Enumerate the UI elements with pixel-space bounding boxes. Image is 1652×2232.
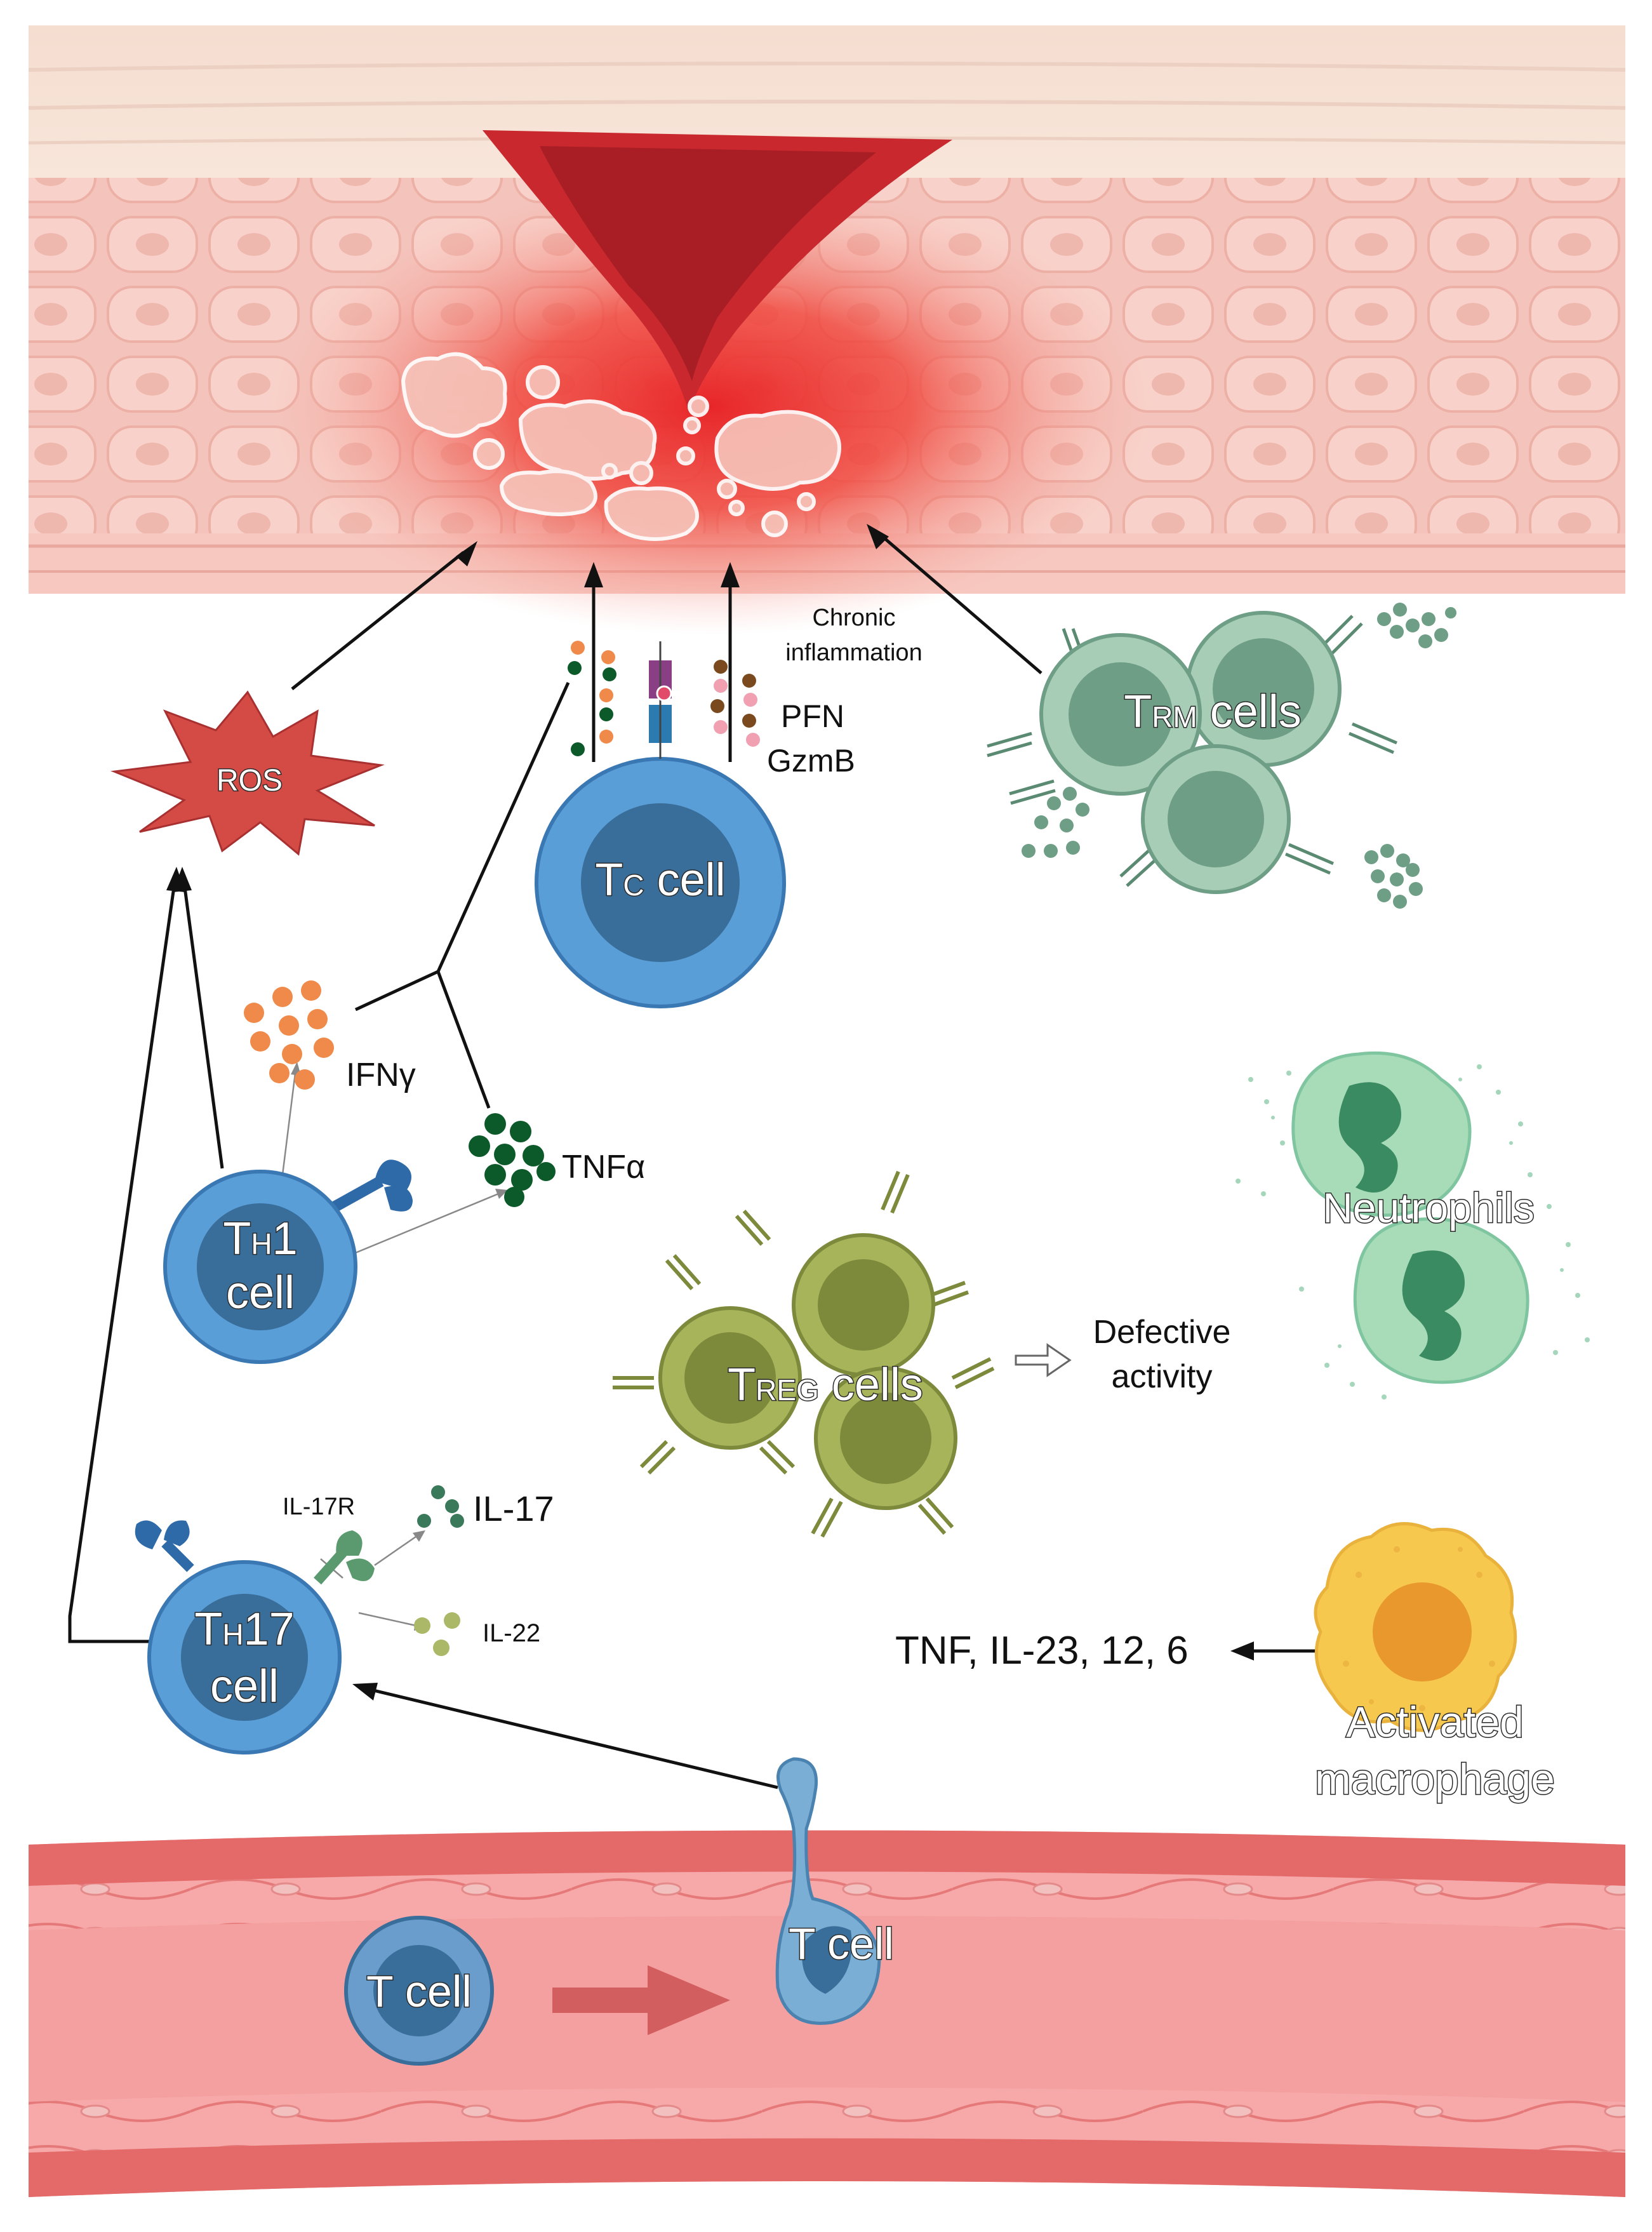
th17-cell [135,1520,375,1754]
defective-activity-label-line1: Defective [1093,1314,1231,1351]
inflammation-zone [267,178,1156,635]
chronic-inflammation-label-line1: Chronic [813,605,896,631]
neutrophils-label: Neutrophils [1322,1184,1535,1231]
il17r-label: IL-17R [283,1494,355,1520]
ros-label: ROS [216,764,283,798]
treg-cells [613,1170,995,1538]
thin-arrows [281,1073,499,1627]
treg-cells-label: TREG cells [728,1360,923,1410]
defective-activity-label-line2: activity [1112,1358,1213,1395]
macrophage-cytokines-label: TNF, IL-23, 12, 6 [895,1629,1189,1673]
blood-flow-arrow [552,1965,730,2035]
pfn-label: PFN [781,698,844,734]
gzmb-label: GzmB [767,743,855,779]
ros-starburst [110,690,385,856]
il17-label: IL-17 [473,1488,554,1528]
activated-macrophage-label-line1: Activated [1346,1698,1524,1746]
ifny-dots [244,980,334,1090]
tc-granules [568,641,760,756]
il22-dots [414,1612,460,1656]
tcell-in-vessel [344,1916,494,2066]
arrows [68,535,1317,1789]
tcell-extravasating [775,1757,881,2025]
th1-cell-label-line2: cell [226,1267,295,1318]
th1-cell-label-line1: TH1 [223,1213,297,1264]
th17-cell-label-line2: cell [210,1661,279,1712]
labels: ROS Chronic inflammation PFN GzmB TC cel… [194,605,1556,2017]
ifny-label: IFNγ [346,1057,416,1093]
damaged-cells [401,352,841,541]
trm-cells-label: TRM cells [1124,686,1302,737]
tnfa-dots [469,1113,556,1207]
activated-macrophage-label-line2: macrophage [1315,1755,1555,1803]
th17-cell-label-line1: TH17 [194,1604,294,1655]
il17-dots [417,1485,464,1528]
arrowheads [166,524,1254,1701]
tc-cell [535,641,786,1008]
tcell-vessel-label: T cell [366,1967,472,2016]
tcell-extravasating-label: T cell [789,1919,894,1968]
activated-macrophage [1314,1522,1517,1732]
defective-arrow [1015,1343,1072,1377]
trm-cells [987,603,1456,909]
skin-wound [483,130,952,413]
tc-cell-label: TC cell [595,855,725,905]
th1-cell [163,1159,413,1364]
tnfa-label: TNFα [562,1149,645,1186]
skin-tissue [28,25,1626,635]
il22-label: IL-22 [483,1619,540,1647]
chronic-inflammation-label-line2: inflammation [785,639,922,666]
neutrophils [1236,1051,1590,1400]
